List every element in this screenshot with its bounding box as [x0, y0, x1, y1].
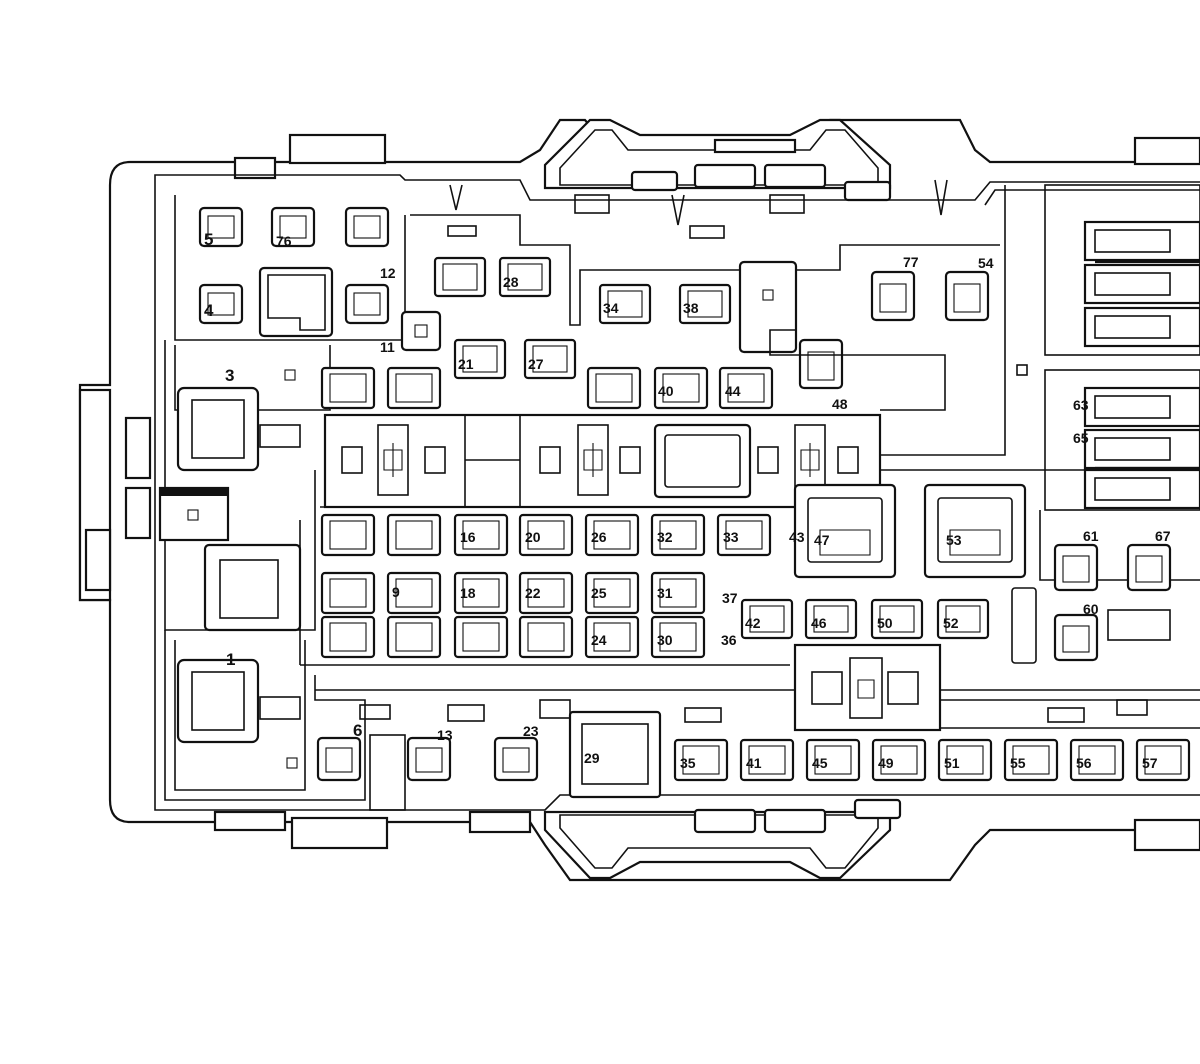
- label-60: 60: [1083, 601, 1099, 617]
- label-9: 9: [392, 584, 400, 600]
- label-29: 29: [584, 750, 600, 766]
- label-26: 26: [591, 529, 607, 545]
- label-12: 12: [380, 265, 396, 281]
- label-57: 57: [1142, 755, 1158, 771]
- label-63: 63: [1073, 397, 1089, 413]
- position-labels: 1 3 4 5 6 9 11 12 13 16 18 20 21 22 23 2…: [204, 230, 1171, 771]
- label-44: 44: [725, 383, 741, 399]
- label-21: 21: [458, 356, 474, 372]
- label-49: 49: [878, 755, 894, 771]
- label-1: 1: [226, 650, 235, 669]
- label-36: 36: [721, 632, 737, 648]
- label-27: 27: [528, 356, 544, 372]
- fuse-row-right: [740, 483, 1172, 732]
- label-31: 31: [657, 585, 673, 601]
- label-41: 41: [746, 755, 762, 771]
- label-55: 55: [1010, 755, 1026, 771]
- label-35: 35: [680, 755, 696, 771]
- label-61: 61: [1083, 528, 1099, 544]
- relay-group-right: [1083, 220, 1200, 510]
- label-4: 4: [204, 301, 214, 320]
- relay-group-left: [158, 369, 302, 769]
- label-5: 5: [204, 230, 213, 249]
- label-40: 40: [658, 383, 674, 399]
- label-51: 51: [944, 755, 960, 771]
- label-20: 20: [525, 529, 541, 545]
- label-43: 43: [789, 529, 805, 545]
- fuse-grid-lower: [299, 506, 790, 665]
- label-28: 28: [503, 274, 519, 290]
- label-54: 54: [978, 255, 994, 271]
- label-16: 16: [460, 529, 476, 545]
- label-34: 34: [603, 300, 619, 316]
- label-6: 6: [353, 721, 362, 740]
- label-67: 67: [1155, 528, 1171, 544]
- label-3: 3: [225, 366, 234, 385]
- label-32: 32: [657, 529, 673, 545]
- mini-relay-group: [198, 206, 442, 352]
- label-37: 37: [722, 590, 738, 606]
- label-50: 50: [877, 615, 893, 631]
- label-38: 38: [683, 300, 699, 316]
- label-56: 56: [1076, 755, 1092, 771]
- label-18: 18: [460, 585, 476, 601]
- label-33: 33: [723, 529, 739, 545]
- fuse-row-upper: [410, 214, 1000, 411]
- label-13: 13: [437, 727, 453, 743]
- label-65: 65: [1073, 430, 1089, 446]
- label-76: 76: [276, 233, 292, 249]
- label-52: 52: [943, 615, 959, 631]
- j-case-fuse-strip: [323, 413, 882, 509]
- label-30: 30: [657, 632, 673, 648]
- label-45: 45: [812, 755, 828, 771]
- label-22: 22: [525, 585, 541, 601]
- label-23: 23: [523, 723, 539, 739]
- label-77: 77: [903, 254, 919, 270]
- label-25: 25: [591, 585, 607, 601]
- label-48: 48: [832, 396, 848, 412]
- label-24: 24: [591, 632, 607, 648]
- label-11: 11: [380, 339, 395, 355]
- fuse-row-middle: [320, 366, 774, 410]
- fuse-row-bottom: [316, 710, 1191, 799]
- label-47: 47: [814, 532, 830, 548]
- label-42: 42: [745, 615, 761, 631]
- label-46: 46: [811, 615, 827, 631]
- label-53: 53: [946, 532, 962, 548]
